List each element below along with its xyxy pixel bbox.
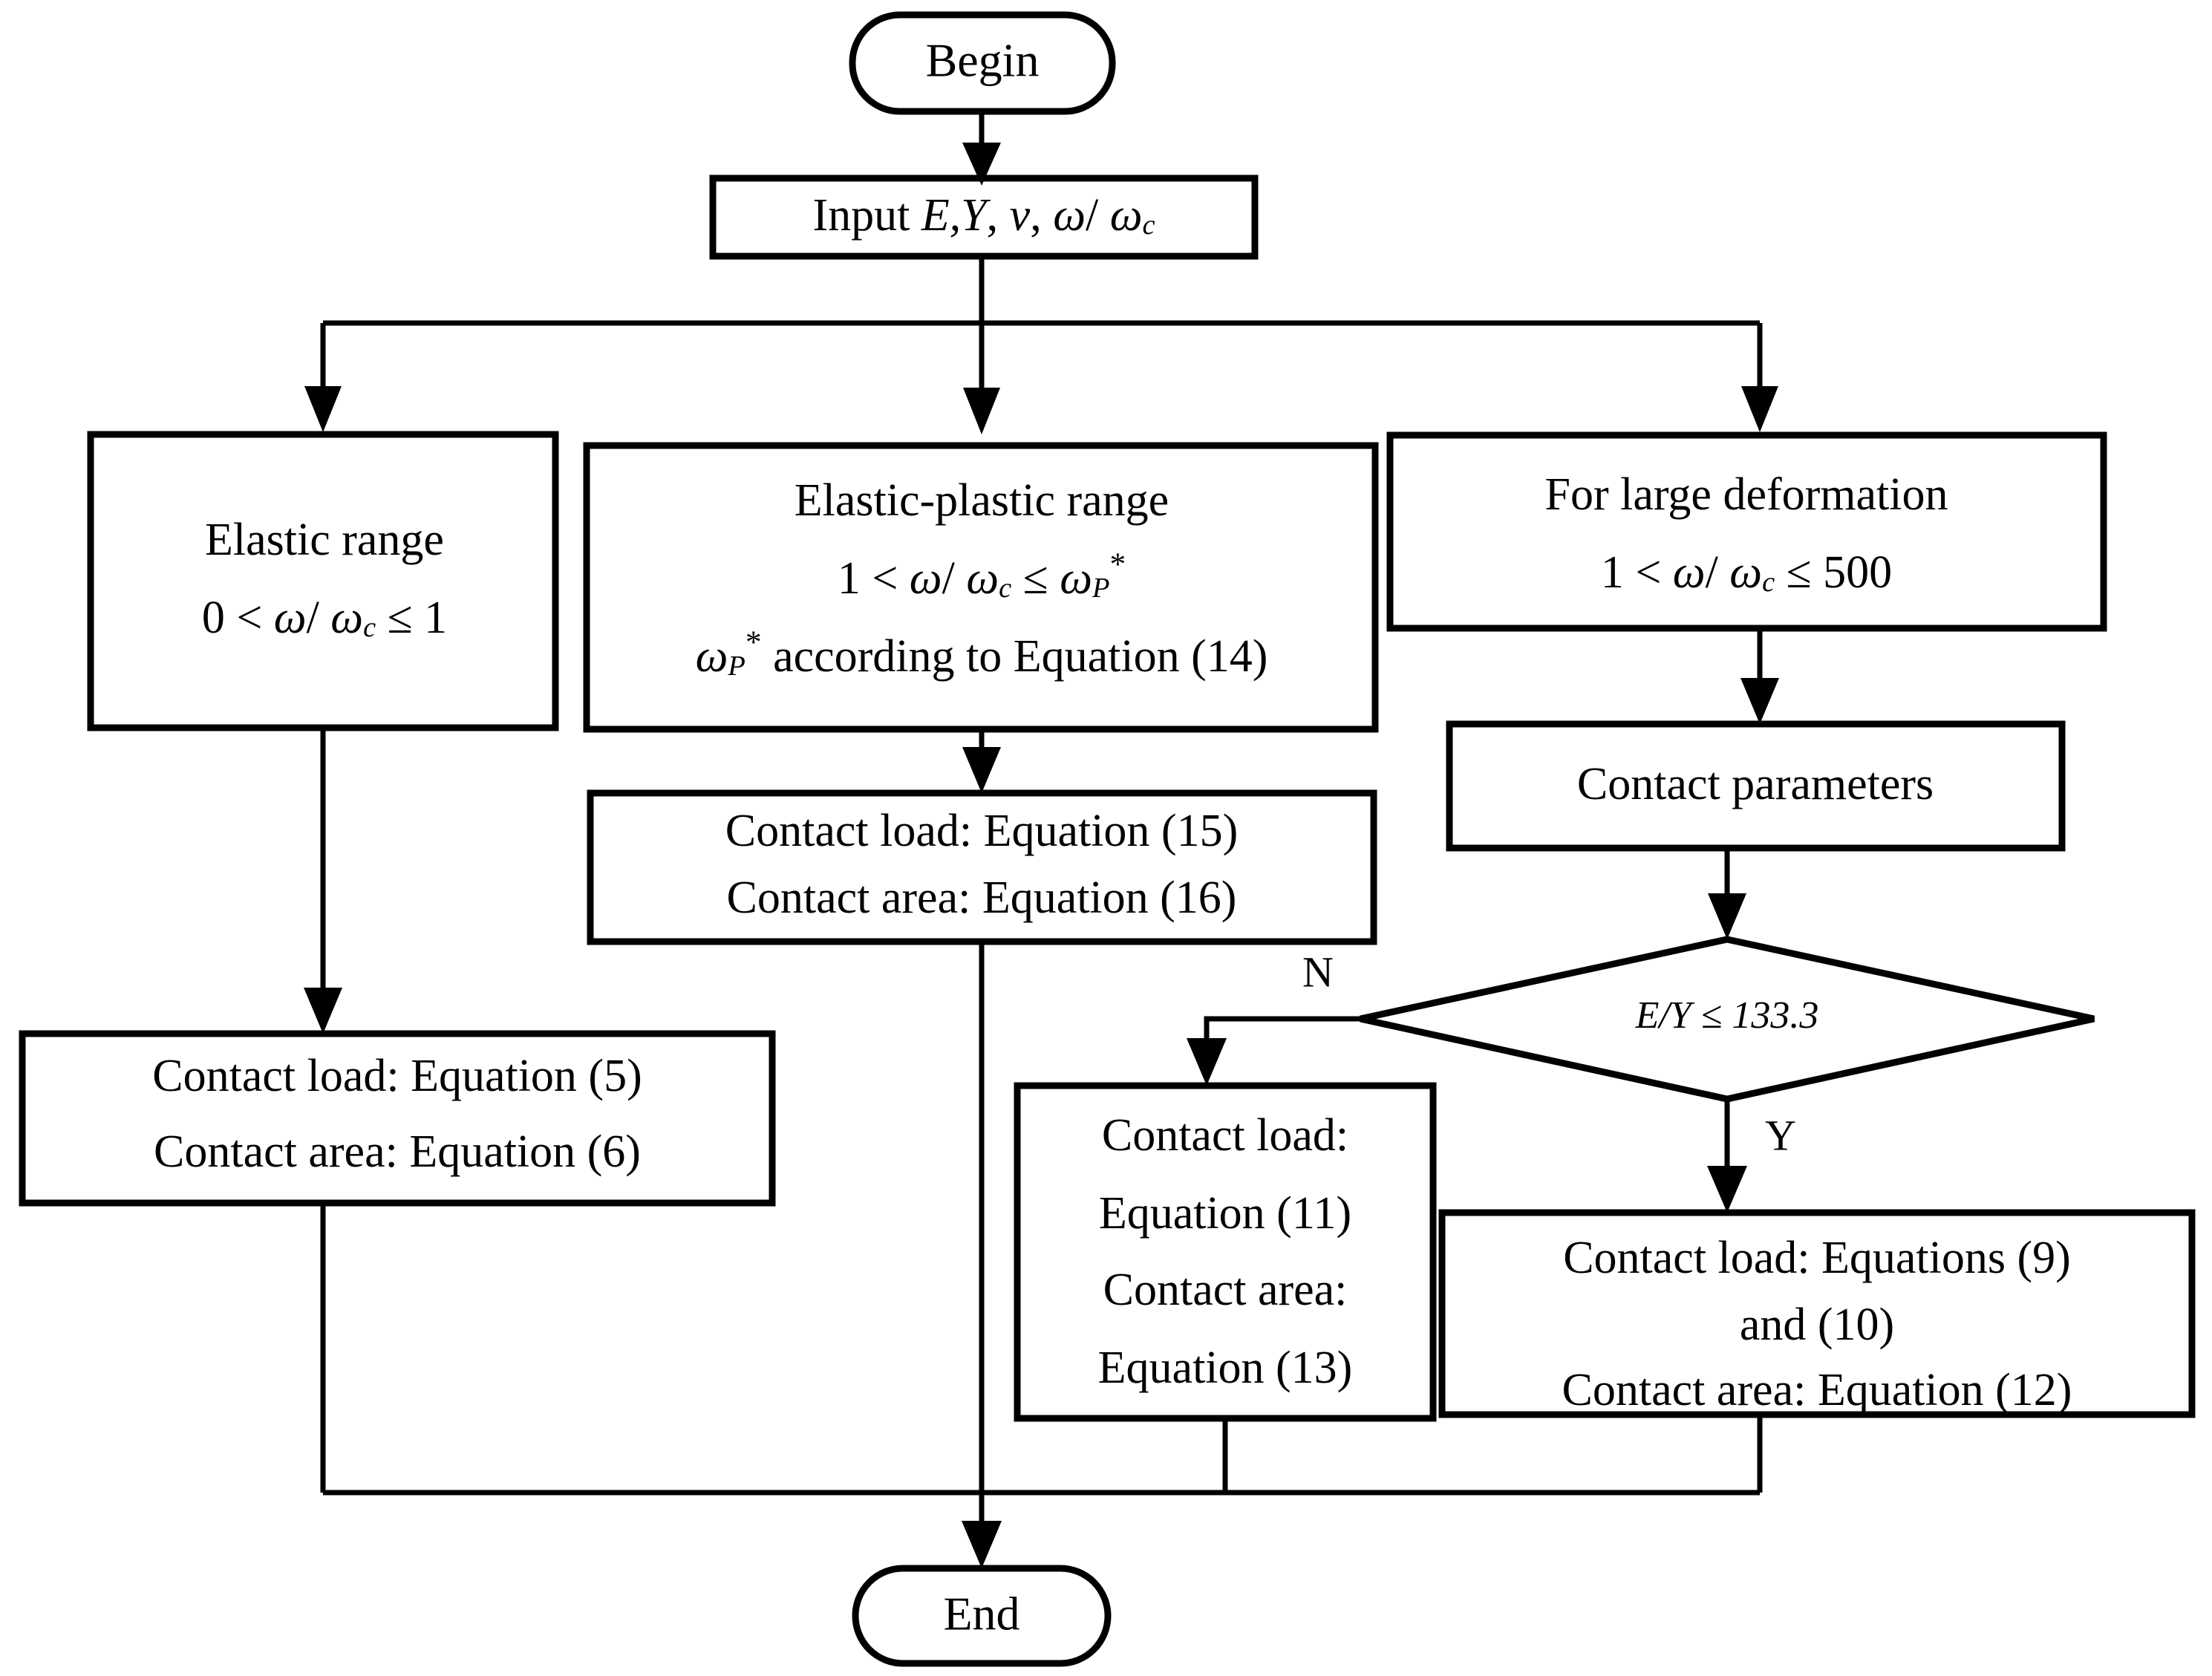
input-shape xyxy=(709,175,1259,260)
eq-9-10-12-shape xyxy=(1438,1209,2196,1418)
eq-11-13-line4: Equation (13) xyxy=(1098,1343,1353,1393)
eq-15-16-line1: Contact load: Equation (15) xyxy=(725,806,1238,856)
eq-5-6-line2: Contact area: Equation (6) xyxy=(154,1126,641,1177)
begin-shape xyxy=(849,11,1116,115)
node-eq-9-10-12[interactable]: Contact load: Equations (9) and (10) Con… xyxy=(1438,1209,2196,1418)
node-contact-parameters[interactable]: Contact parameters xyxy=(1446,720,2066,852)
decision-shape xyxy=(1360,936,2095,1103)
elastic-plastic-line3: ωP* according to Equation (14) xyxy=(696,625,1268,682)
edge-label-yes: Y xyxy=(1765,1111,1796,1159)
eq-11-13-line3: Contact area: xyxy=(1103,1265,1348,1315)
eq-15-16-shape xyxy=(587,789,1377,945)
eq-11-13-shape xyxy=(1014,1082,1437,1422)
input-label: Input E,Y, v, ω/ ωc xyxy=(812,190,1155,241)
arrowhead-to-elastic-plastic-range xyxy=(963,388,1000,434)
arrowhead-decision-yes xyxy=(1707,1166,1747,1213)
large-deformation-line2: 1 < ω/ ωc ≤ 500 xyxy=(1601,547,1892,598)
arrowhead-decision-no xyxy=(1187,1038,1227,1086)
end-label: End xyxy=(943,1588,1019,1640)
elastic-range-line2: 0 < ω/ ωc ≤ 1 xyxy=(202,593,447,643)
arrowhead-elastic-to-eq56 xyxy=(304,988,342,1034)
node-input[interactable]: Input E,Y, v, ω/ ωc xyxy=(709,175,1259,260)
eq-9-10-12-line1: Contact load: Equations (9) xyxy=(1563,1233,2071,1283)
arrowhead-to-large-deformation xyxy=(1741,386,1778,432)
end-shape xyxy=(852,1565,1112,1667)
eq-11-13-line2: Equation (11) xyxy=(1099,1188,1351,1239)
elastic-plastic-line2: 1 < ω/ ωc ≤ ωP* xyxy=(838,547,1126,604)
elastic-range-shape xyxy=(87,431,559,731)
arrowhead-ep-to-eq1516 xyxy=(962,747,1001,793)
node-eq-5-6[interactable]: Contact load: Equation (5) Contact area:… xyxy=(19,1030,776,1207)
arrowhead-to-end xyxy=(962,1521,1002,1568)
node-eq-11-13[interactable]: Contact load: Equation (11) Contact area… xyxy=(1014,1082,1437,1422)
eq-5-6-line1: Contact load: Equation (5) xyxy=(152,1051,642,1101)
node-large-deformation[interactable]: For large deformation 1 < ω/ ωc ≤ 500 xyxy=(1386,431,2107,632)
arrowhead-to-elastic-range xyxy=(304,386,342,432)
begin-label: Begin xyxy=(926,34,1040,87)
edge-label-no: N xyxy=(1302,948,1334,996)
eq-9-10-12-line2: and (10) xyxy=(1740,1300,1894,1350)
node-elastic-plastic-range[interactable]: Elastic-plastic range 1 < ω/ ωc ≤ ωP* ωP… xyxy=(583,442,1379,733)
node-eq-15-16[interactable]: Contact load: Equation (15) Contact area… xyxy=(587,789,1377,945)
elastic-plastic-range-shape xyxy=(583,442,1379,733)
contact-parameters-label: Contact parameters xyxy=(1577,759,1934,809)
elastic-plastic-line1: Elastic-plastic range xyxy=(795,475,1169,526)
arrowhead-begin-to-input xyxy=(962,143,1001,186)
node-elastic-range[interactable]: Elastic range 0 < ω/ ωc ≤ 1 xyxy=(87,431,559,731)
contact-parameters-shape xyxy=(1446,720,2066,852)
large-deformation-shape xyxy=(1386,431,2107,632)
eq-15-16-line2: Contact area: Equation (16) xyxy=(727,873,1237,923)
arrowhead-params-to-decision xyxy=(1708,893,1746,939)
eq-9-10-12-line3: Contact area: Equation (12) xyxy=(1562,1365,2072,1415)
node-begin[interactable]: Begin xyxy=(849,11,1116,115)
edge-layer xyxy=(304,111,1779,1568)
edge-decision-no xyxy=(1204,1016,1360,1054)
large-deformation-line1: For large deformation xyxy=(1545,469,1948,520)
node-end[interactable]: End xyxy=(852,1565,1112,1667)
arrowhead-ld-to-params xyxy=(1740,678,1779,724)
decision-label: E/Y ≤ 133.3 xyxy=(1635,994,1819,1037)
eq-5-6-shape xyxy=(19,1030,776,1207)
elastic-range-line1: Elastic range xyxy=(205,515,444,565)
eq-11-13-line1: Contact load: xyxy=(1102,1110,1348,1161)
node-decision[interactable]: E/Y ≤ 133.3 xyxy=(1360,936,2095,1103)
